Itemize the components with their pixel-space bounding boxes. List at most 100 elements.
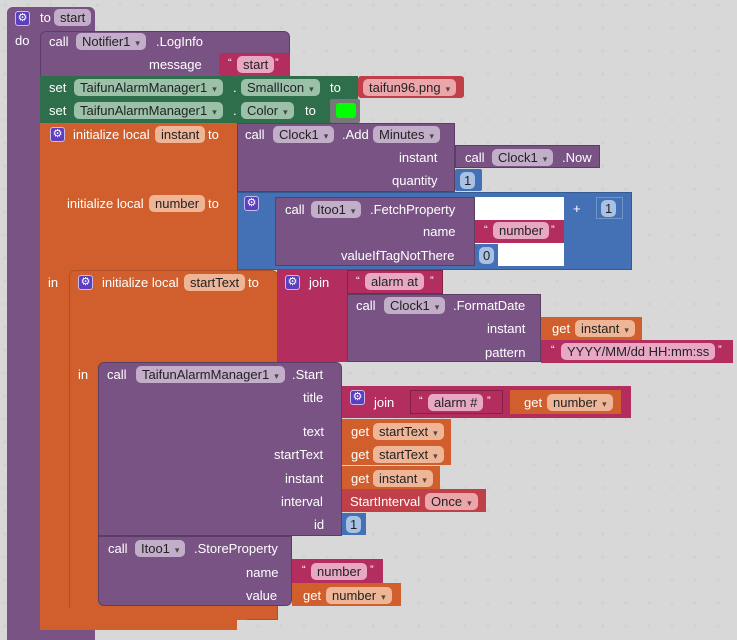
var-dropdown[interactable]: instant bbox=[373, 470, 433, 487]
join-label: join bbox=[374, 395, 395, 410]
component-dropdown[interactable]: Itoo1 bbox=[135, 540, 186, 557]
gear-icon[interactable]: ⚙ bbox=[15, 11, 30, 26]
component-dropdown[interactable]: Clock1 bbox=[492, 149, 554, 166]
method-label: .LogInfo bbox=[156, 34, 203, 49]
close-quote: ” bbox=[487, 395, 491, 407]
dot-label: . bbox=[233, 103, 237, 118]
var-dropdown[interactable]: startText bbox=[373, 446, 444, 463]
gear-icon[interactable]: ⚙ bbox=[78, 275, 93, 290]
close-quote: ” bbox=[430, 275, 434, 287]
var-dropdown[interactable]: number bbox=[547, 394, 613, 411]
get-label: get bbox=[351, 424, 370, 439]
instant-label: instant bbox=[487, 321, 526, 336]
open-quote: “ bbox=[356, 275, 360, 287]
text-value[interactable]: alarm # bbox=[428, 394, 484, 411]
var-dropdown[interactable]: startText bbox=[373, 423, 444, 440]
open-quote: “ bbox=[419, 395, 423, 407]
color-swatch[interactable] bbox=[336, 103, 356, 118]
var-dropdown[interactable]: instant bbox=[575, 320, 635, 337]
get-label: get bbox=[552, 321, 571, 336]
component-dropdown[interactable]: Clock1 bbox=[384, 297, 446, 314]
property-dropdown[interactable]: Color bbox=[241, 102, 294, 119]
do-label: do bbox=[15, 33, 30, 48]
var-name-field[interactable]: number bbox=[149, 195, 206, 212]
method-label: .FormatDate bbox=[453, 298, 526, 313]
open-quote: “ bbox=[228, 57, 232, 69]
text-value[interactable]: alarm at bbox=[365, 273, 424, 290]
to-label: to bbox=[330, 80, 341, 95]
procedure-name-field[interactable]: start bbox=[54, 9, 92, 26]
method-label: .Start bbox=[292, 367, 324, 382]
alarm-start-block[interactable] bbox=[98, 362, 342, 536]
call-label: call bbox=[49, 34, 69, 49]
method-label: .Now bbox=[562, 150, 592, 165]
close-quote: ” bbox=[718, 344, 722, 356]
join-label: join bbox=[309, 275, 330, 290]
open-quote: “ bbox=[302, 564, 306, 576]
starttext-label: startText bbox=[274, 447, 324, 462]
set-label: set bbox=[49, 80, 67, 95]
default-label: valueIfTagNotThere bbox=[341, 248, 455, 263]
init-local-bottom bbox=[69, 608, 247, 620]
set-label: set bbox=[49, 103, 67, 118]
component-dropdown[interactable]: TaifunAlarmManager1 bbox=[74, 79, 223, 96]
open-quote: “ bbox=[551, 344, 555, 356]
text-value[interactable]: start bbox=[237, 56, 275, 73]
close-quote: ” bbox=[370, 564, 374, 576]
in-label: in bbox=[48, 275, 59, 290]
number-value[interactable]: 1 bbox=[460, 172, 476, 189]
start-interval-label: StartInterval bbox=[350, 494, 421, 509]
component-dropdown[interactable]: TaifunAlarmManager1 bbox=[74, 102, 223, 119]
property-dropdown[interactable]: SmallIcon bbox=[241, 79, 320, 96]
gear-icon[interactable]: ⚙ bbox=[50, 127, 65, 142]
to-label: to bbox=[305, 103, 316, 118]
init-local-bottom bbox=[40, 620, 235, 630]
unit-dropdown[interactable]: Minutes bbox=[373, 126, 441, 143]
instant-label: instant bbox=[285, 471, 324, 486]
name-label: name bbox=[423, 224, 456, 239]
plus-label: + bbox=[573, 201, 581, 216]
gear-icon[interactable]: ⚙ bbox=[350, 390, 365, 405]
id-label: id bbox=[314, 517, 325, 532]
quantity-label: quantity bbox=[392, 173, 438, 188]
component-dropdown[interactable]: Clock1 bbox=[273, 126, 335, 143]
get-label: get bbox=[303, 588, 322, 603]
instant-label: instant bbox=[399, 150, 438, 165]
text-value[interactable]: number bbox=[311, 563, 368, 580]
title-label: title bbox=[303, 390, 324, 405]
get-label: get bbox=[351, 447, 370, 462]
get-label: get bbox=[524, 395, 543, 410]
number-value[interactable]: 0 bbox=[479, 247, 495, 264]
var-dropdown[interactable]: number bbox=[326, 587, 392, 604]
var-name-field[interactable]: instant bbox=[155, 126, 206, 143]
to-label: to bbox=[208, 127, 219, 142]
store-property-block[interactable] bbox=[98, 536, 292, 606]
asset-dropdown[interactable]: taifun96.png bbox=[363, 79, 457, 96]
call-label: call bbox=[107, 367, 127, 382]
method-label: .StoreProperty bbox=[194, 541, 278, 556]
call-label: call bbox=[285, 202, 305, 217]
text-value[interactable]: YYYY/MM/dd HH:mm:ss bbox=[561, 343, 716, 360]
fetch-property-block[interactable] bbox=[275, 197, 475, 266]
gear-icon[interactable]: ⚙ bbox=[285, 275, 300, 290]
open-quote: “ bbox=[484, 224, 488, 236]
component-dropdown[interactable]: Itoo1 bbox=[311, 201, 362, 218]
component-dropdown[interactable]: TaifunAlarmManager1 bbox=[136, 366, 285, 383]
to-label: to bbox=[248, 275, 259, 290]
call-label: call bbox=[465, 150, 485, 165]
number-value[interactable]: 1 bbox=[601, 200, 617, 217]
text-value[interactable]: number bbox=[493, 222, 550, 239]
dot-label: . bbox=[233, 80, 237, 95]
name-label: name bbox=[246, 565, 279, 580]
var-name-field[interactable]: startText bbox=[184, 274, 246, 291]
interval-dropdown[interactable]: Once bbox=[425, 493, 478, 510]
component-dropdown[interactable]: Notifier1 bbox=[76, 33, 146, 50]
pattern-label: pattern bbox=[485, 345, 526, 360]
message-label: message bbox=[149, 57, 202, 72]
close-quote: ” bbox=[551, 224, 555, 236]
number-value[interactable]: 1 bbox=[346, 516, 362, 533]
to-label: to bbox=[208, 196, 219, 211]
method-label: .Add bbox=[342, 127, 369, 142]
call-label: call bbox=[356, 298, 376, 313]
gear-icon[interactable]: ⚙ bbox=[244, 196, 259, 211]
